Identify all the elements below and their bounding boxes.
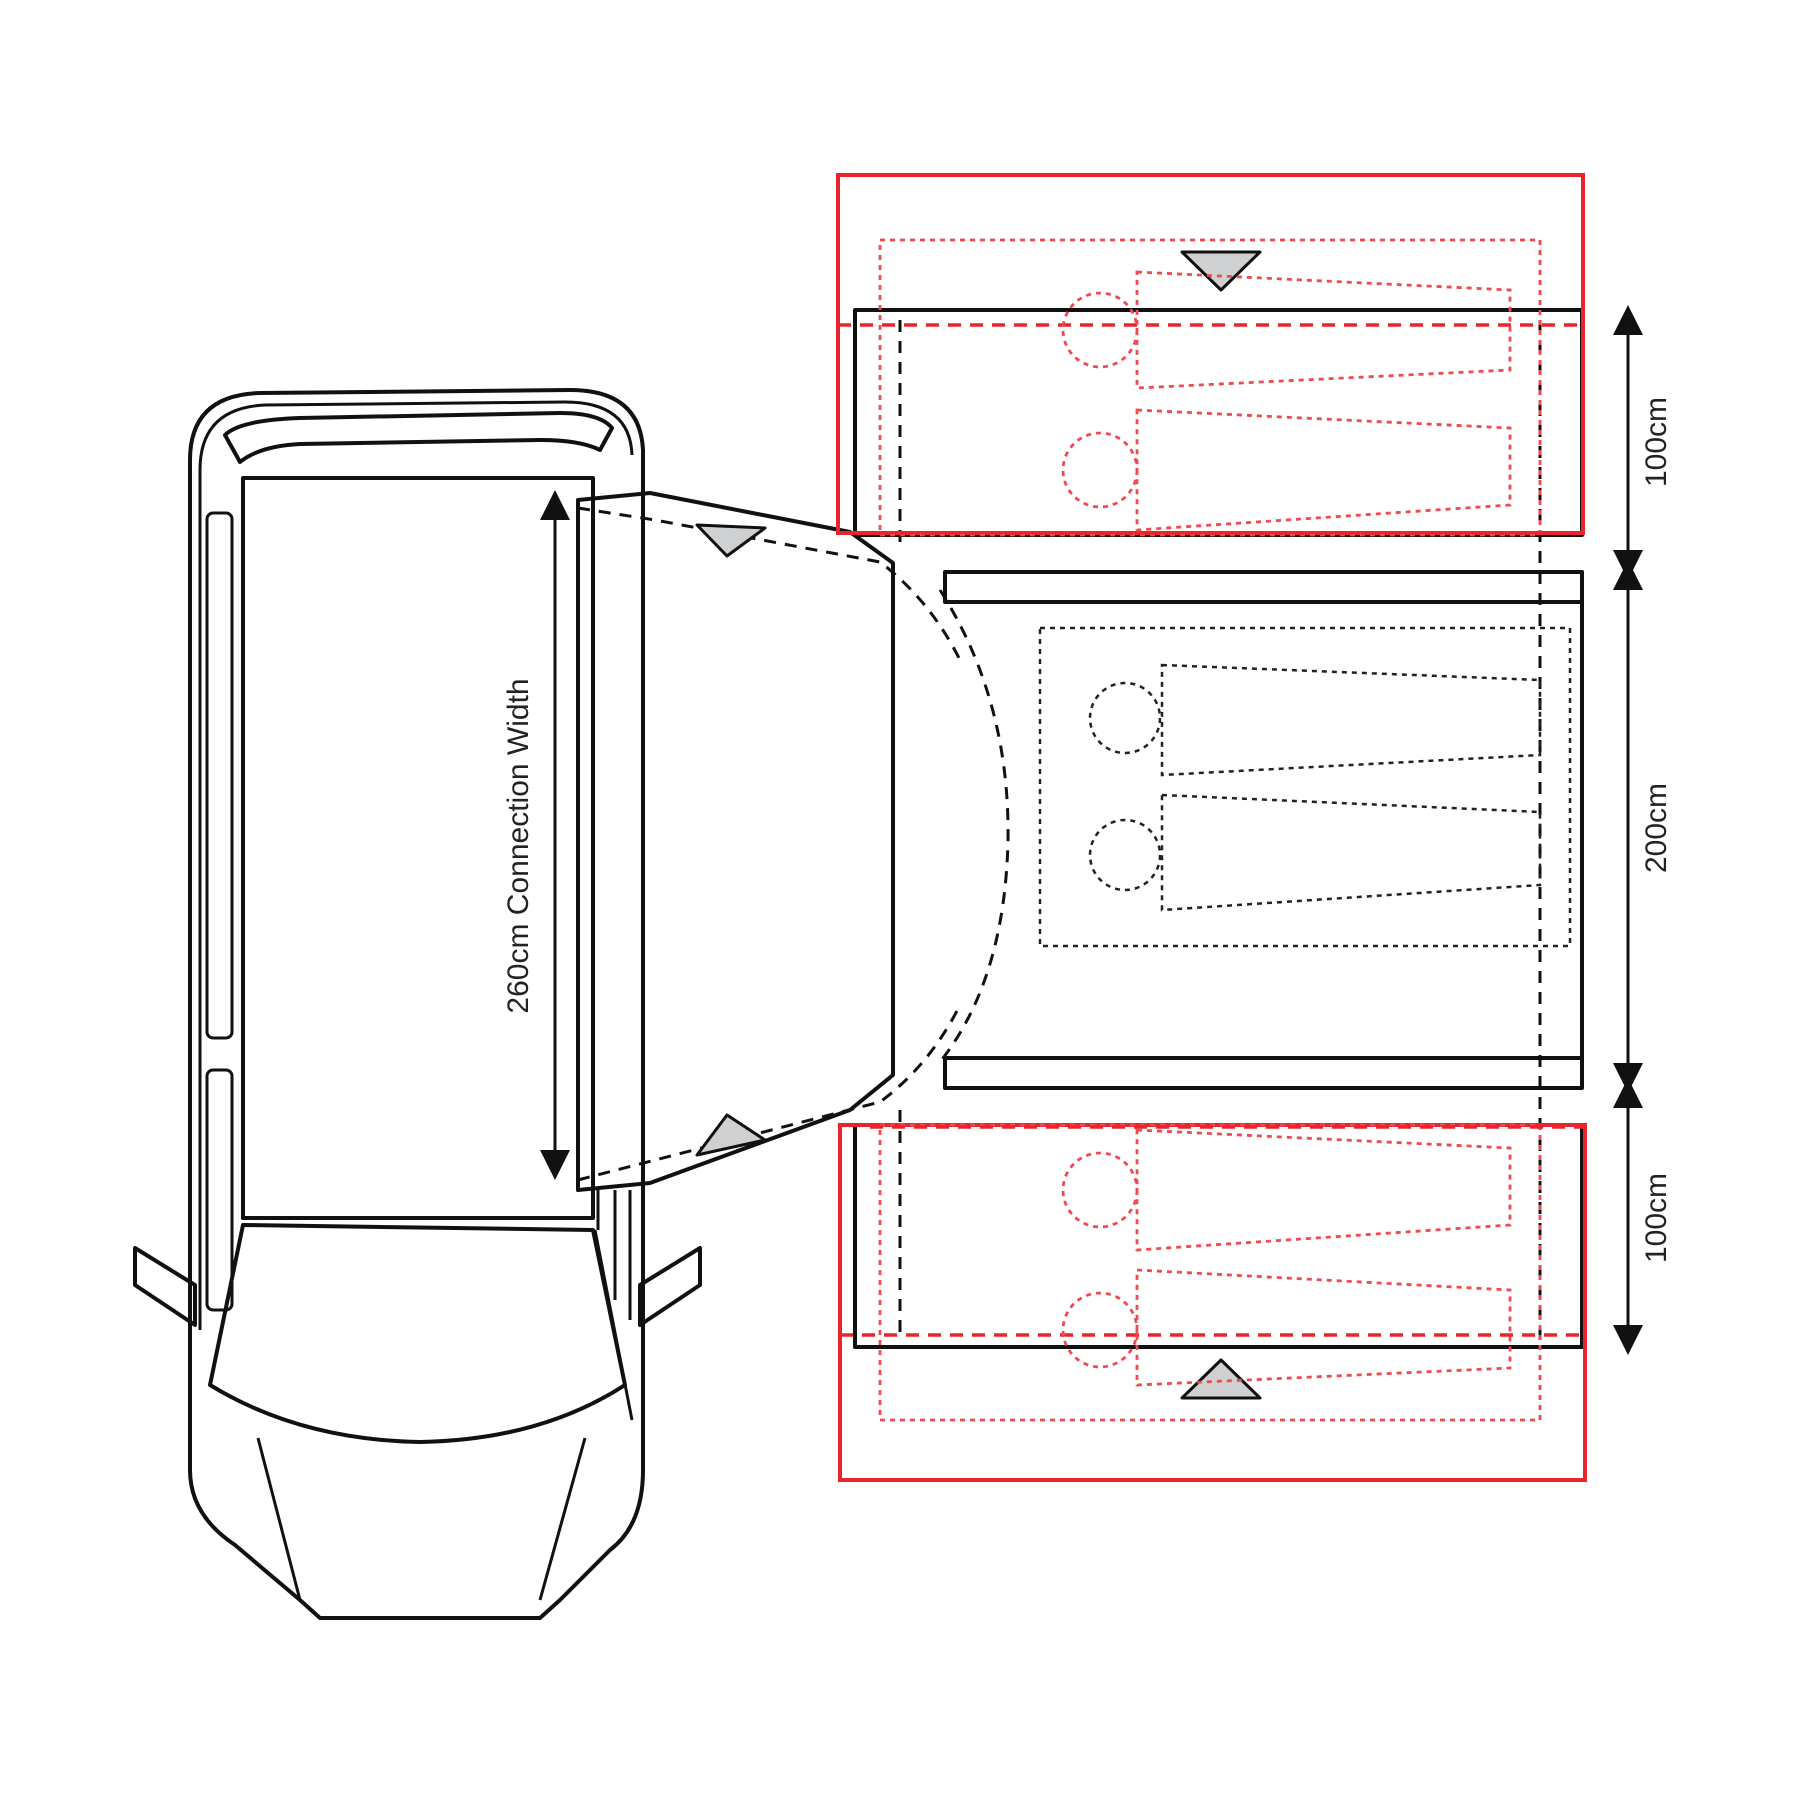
side-dimensions: 100cm 200cm 100cm	[1613, 305, 1673, 1355]
mirror-left	[133, 1246, 197, 1327]
dimension-middle-label: 200cm	[1640, 783, 1673, 873]
triangle-icon	[695, 1113, 767, 1157]
annex-top-inner	[878, 238, 1542, 537]
sleeping-person-icon	[1088, 793, 1542, 912]
vehicle-body	[188, 388, 645, 1620]
beam-top	[943, 570, 1584, 604]
bonnet-right	[538, 1437, 587, 1601]
triangle-icon	[695, 523, 767, 558]
annex-top	[836, 173, 1585, 537]
beam-bottom	[943, 1056, 1584, 1090]
annex-bottom-inner	[878, 1123, 1542, 1422]
rear-window	[223, 411, 614, 464]
tunnel-bottom-dashed-edge	[577, 1004, 962, 1182]
windscreen	[208, 1223, 627, 1444]
connection-width-label: 260cm Connection Width	[502, 678, 535, 1013]
sleeping-person-icon	[1061, 408, 1512, 532]
annex-bottom	[838, 1123, 1587, 1482]
vehicle	[133, 388, 702, 1620]
sleeping-person-icon	[1061, 1268, 1512, 1387]
bonnet-left	[256, 1437, 302, 1601]
dimension-top-label: 100cm	[1640, 397, 1673, 487]
tunnel-top-dashed-edge	[577, 506, 962, 661]
sleeping-person-icon	[1061, 1128, 1512, 1252]
sleeping-person-icon	[1061, 270, 1512, 390]
bedroom-top-frame	[853, 308, 1584, 537]
tunnel-outline	[576, 491, 895, 1192]
mirror-right	[638, 1246, 702, 1327]
annex-top-outline	[836, 173, 1585, 535]
connection-tunnel	[576, 491, 1010, 1192]
annex-bottom-outline	[838, 1123, 1587, 1482]
roof-panel	[241, 476, 595, 1220]
tunnel-curved-door-edge	[938, 589, 1010, 1063]
windscreen-lower	[593, 1229, 634, 1421]
connection-width-dimension: 260cm Connection Width	[502, 490, 570, 1180]
bedroom-center-inner	[1038, 626, 1572, 948]
side-window-lower	[205, 1068, 234, 1312]
dimension-bottom-label: 100cm	[1640, 1173, 1673, 1263]
vehicle-body-inner	[198, 400, 634, 1330]
sleeping-person-icon	[1088, 663, 1542, 777]
main-awning	[853, 308, 1584, 1349]
triangle-icon	[1180, 250, 1262, 292]
side-window-upper	[205, 511, 234, 1040]
bedroom-bottom-frame	[853, 1123, 1584, 1349]
